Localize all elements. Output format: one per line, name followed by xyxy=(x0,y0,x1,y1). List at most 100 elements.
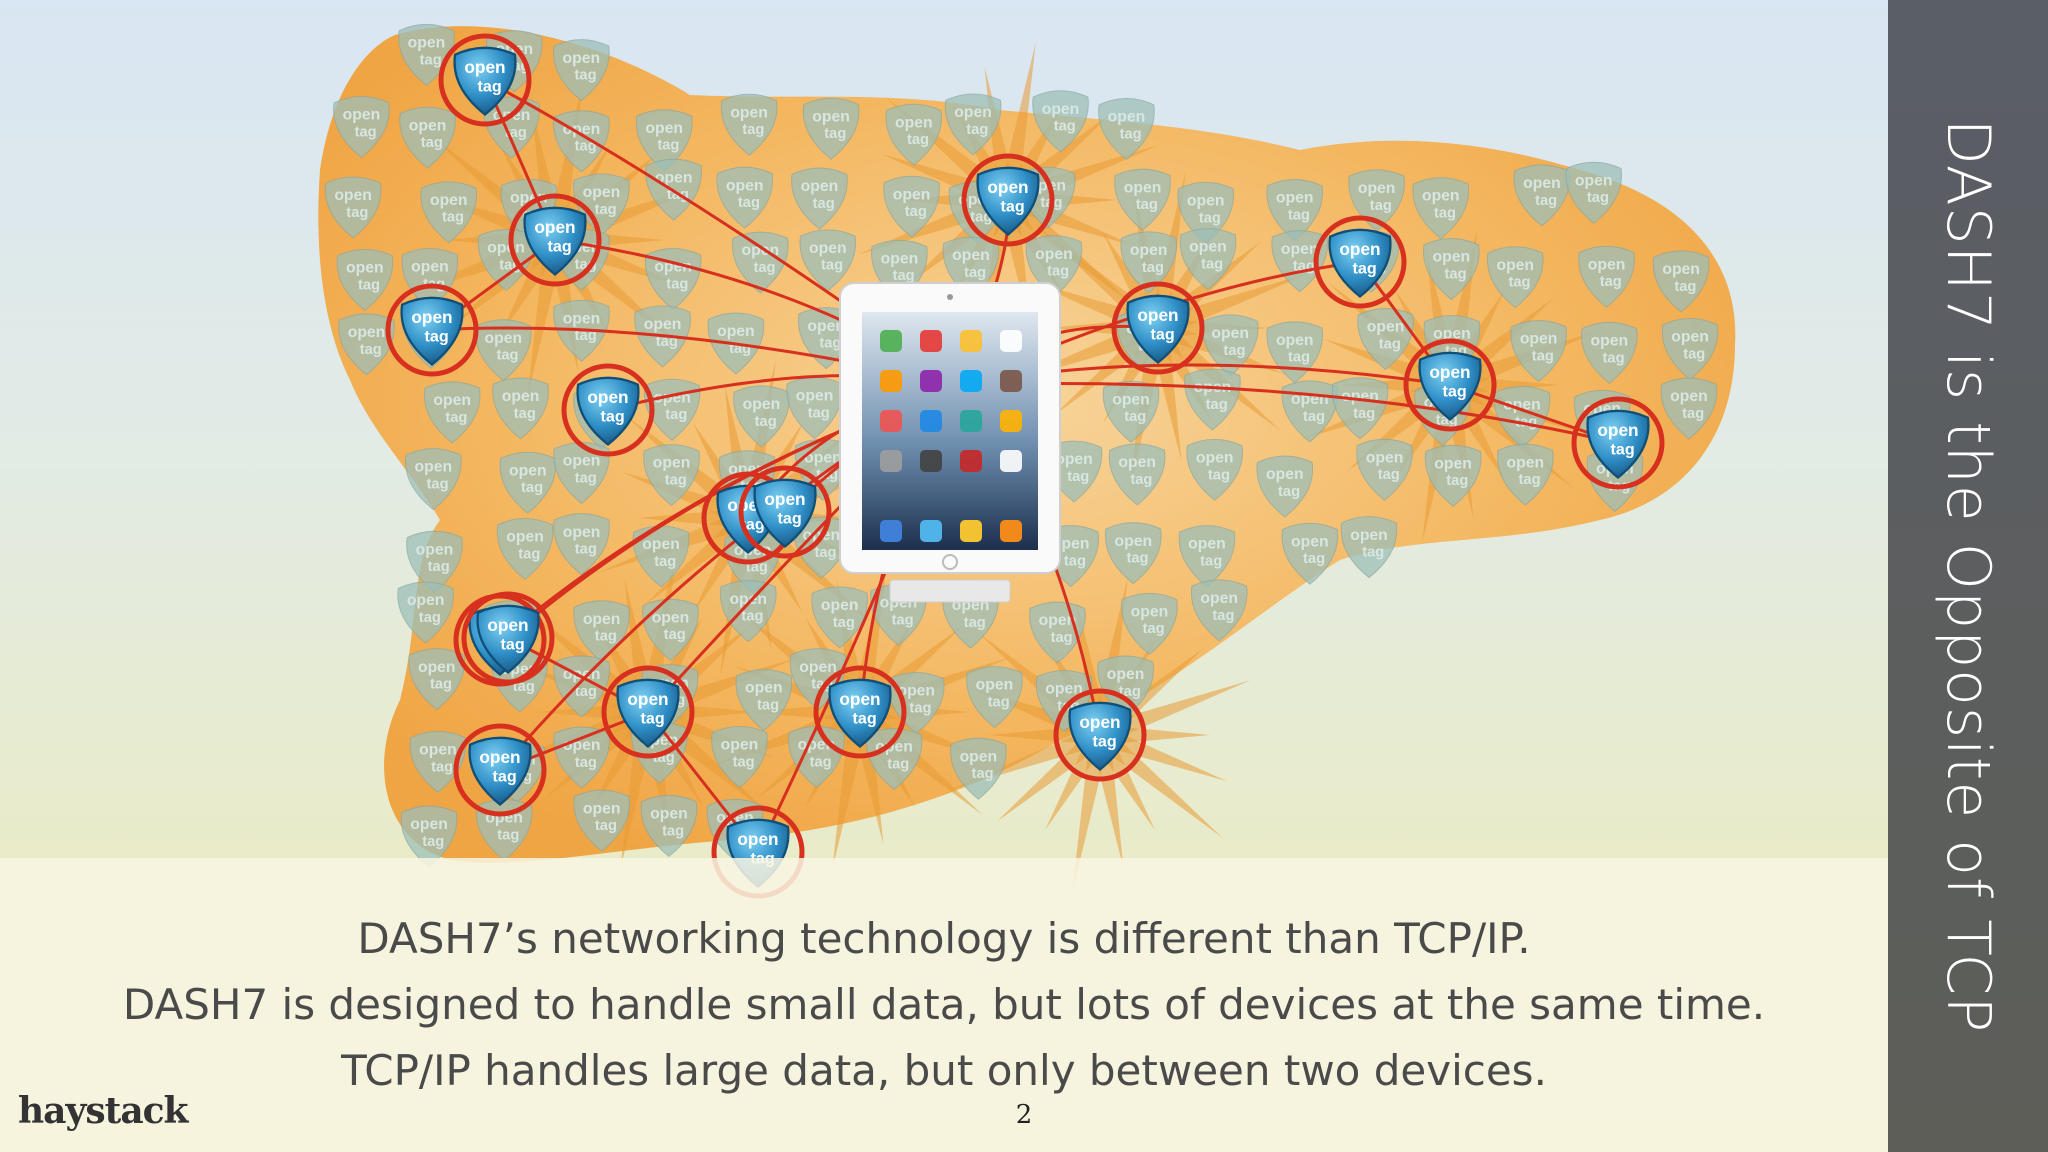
opentag-shield-icon xyxy=(828,678,892,748)
tag-label-top: open xyxy=(954,104,992,121)
dock-app-icon xyxy=(1000,520,1022,542)
tag-label-top: open xyxy=(346,260,384,277)
tag-label-top: open xyxy=(1131,603,1169,620)
tag-label-top: open xyxy=(1276,190,1314,207)
tag-label-top: open xyxy=(418,659,456,676)
opentag-shield-icon xyxy=(1328,228,1392,298)
tag-label-bottom: tag xyxy=(741,609,763,625)
signal-ray xyxy=(1072,733,1110,893)
opentag-shield-icon xyxy=(553,39,610,102)
tag-label-bottom: tag xyxy=(548,238,572,256)
opentag-shield-icon xyxy=(338,313,395,376)
opentag-shield-icon xyxy=(1068,701,1132,771)
tag-label-top: open xyxy=(502,388,540,405)
tag-label-bottom: tag xyxy=(497,827,519,843)
opentag-shield-icon xyxy=(397,581,454,644)
tag-label-top: open xyxy=(652,609,690,626)
tag-label-bottom: tag xyxy=(1208,467,1230,483)
tag-label-bottom: tag xyxy=(575,684,597,700)
tag-label-bottom: tag xyxy=(665,407,687,423)
tag-label-top: open xyxy=(408,35,446,52)
opentag-shield-icon xyxy=(885,103,943,166)
opentag-shield-icon xyxy=(423,381,481,444)
tag-label-top: open xyxy=(587,387,628,407)
opentag-shield-icon xyxy=(453,46,517,116)
tag-label-bottom: tag xyxy=(757,697,779,713)
app-icon xyxy=(960,370,982,392)
tag-label-bottom: tag xyxy=(909,700,931,716)
tag-label-top: open xyxy=(1291,533,1329,550)
tag-label-bottom: tag xyxy=(430,677,452,693)
tag-label-bottom: tag xyxy=(1136,197,1158,213)
tag-label-bottom: tag xyxy=(892,612,914,628)
app-icon xyxy=(920,450,942,472)
tag-label-top: open xyxy=(343,107,381,124)
opentag-shield-icon xyxy=(1660,377,1718,440)
tag-label-bottom: tag xyxy=(575,542,597,558)
tag-label-top: open xyxy=(796,388,834,405)
opentag-shield-icon xyxy=(635,109,693,172)
opentag-shield-icon xyxy=(476,604,540,674)
app-icon xyxy=(920,410,942,432)
tag-label-bottom: tag xyxy=(1001,198,1025,216)
opentag-shield-icon xyxy=(408,648,466,711)
tag-label-top: open xyxy=(1035,246,1073,263)
opentag-shield-icon xyxy=(400,296,464,366)
signal-ray xyxy=(1090,577,1128,737)
tag-label-top: open xyxy=(1187,192,1225,209)
tag-label-bottom: tag xyxy=(1446,473,1468,489)
app-icon xyxy=(960,410,982,432)
tag-label-bottom: tag xyxy=(1143,621,1165,637)
tag-label-bottom: tag xyxy=(422,834,444,850)
tag-label-bottom: tag xyxy=(518,546,540,562)
tag-label-top: open xyxy=(717,323,755,340)
app-icon xyxy=(880,370,902,392)
tag-label-top: open xyxy=(1662,261,1700,278)
opentag-shield-icon xyxy=(1348,169,1405,232)
tag-label-bottom: tag xyxy=(824,126,846,142)
haystack-logo: haystack xyxy=(18,1090,189,1132)
tag-label-top: open xyxy=(1523,175,1561,192)
side-panel: DASH7 is the Opposite of TCP xyxy=(1888,0,2048,1152)
opentag-shield-icon xyxy=(474,319,532,382)
opentag-shield-icon xyxy=(1357,308,1414,371)
tag-label-top: open xyxy=(464,57,505,77)
tag-label-top: open xyxy=(1052,536,1090,553)
tag-label-top: open xyxy=(1520,331,1558,348)
tag-label-bottom: tag xyxy=(419,610,441,626)
opentag-shield-icon xyxy=(811,586,868,649)
opentag-shield-icon xyxy=(1423,238,1480,301)
opentag-shield-icon xyxy=(753,478,817,548)
opentag-shield-icon xyxy=(1578,245,1635,308)
tag-label-bottom: tag xyxy=(496,348,518,364)
opentag-shield-icon xyxy=(406,530,463,593)
opentag-shield-icon xyxy=(553,513,610,576)
tag-label-bottom: tag xyxy=(1378,467,1400,483)
highlight-ring xyxy=(385,283,479,377)
opentag-shield-icon xyxy=(573,173,630,236)
tag-label-top: open xyxy=(1575,172,1613,189)
opentag-shield-icon xyxy=(1486,246,1544,309)
tag-label-top: open xyxy=(1670,388,1708,405)
